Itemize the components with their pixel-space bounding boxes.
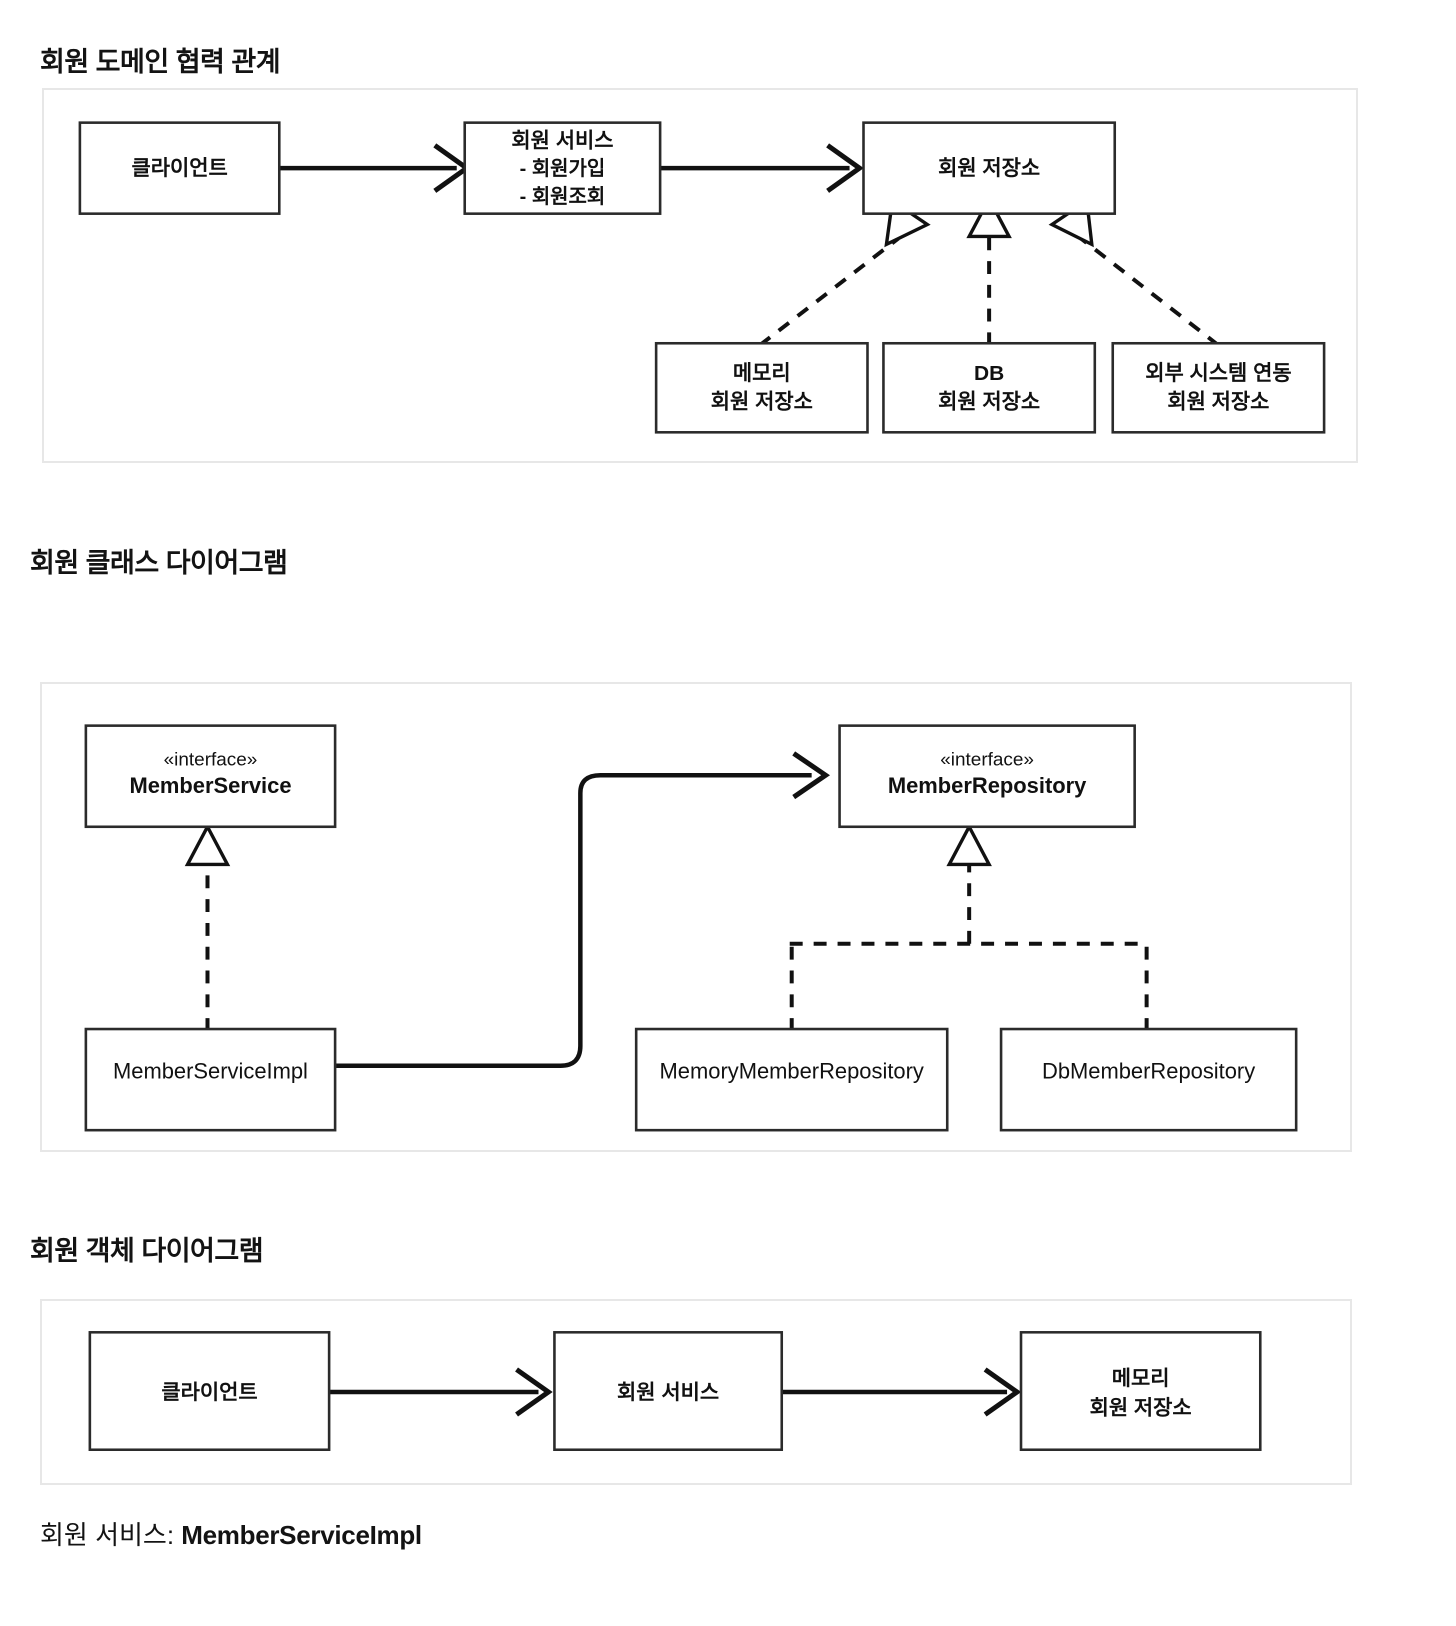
box-memberservice-stereotype: «interface» [164,749,258,770]
box-object-memory-repository-line1: 메모리 [1112,1367,1170,1390]
box-object-memory-repository-line2: 회원 저장소 [1090,1396,1192,1420]
arrow-object-client-to-service [329,1367,553,1417]
box-memory-repository-line1: 메모리 [733,362,791,385]
class-diagram-frame: «interface» MemberService «interface» Me… [40,682,1352,1152]
section-title-domain: 회원 도메인 협력 관계 [40,47,281,77]
box-external-member-repository[interactable]: 외부 시스템 연동 회원 저장소 [1111,341,1326,434]
box-interface-memberservice[interactable]: «interface» MemberService [84,724,337,829]
box-member-repository[interactable]: 회원 저장소 [862,121,1117,215]
box-object-member-service[interactable]: 회원 서비스 [553,1331,784,1452]
box-client-label: 클라이언트 [131,157,227,180]
class-diagram-canvas: «interface» MemberService «interface» Me… [84,724,1298,1132]
domain-diagram-frame: 클라이언트 회원 서비스 - 회원가입 - 회원조회 회원 저장소 메모리 회원… [42,88,1358,463]
arrow-object-service-to-repository [781,1367,1022,1417]
box-memberserviceimpl-label: MemberServiceImpl [113,1059,308,1084]
box-member-service-op2: - 회원조회 [520,186,606,208]
box-db-repository-line1: DB [974,362,1004,385]
box-memberrepository-stereotype: «interface» [940,749,1034,770]
box-object-client-label: 클라이언트 [161,1381,257,1404]
section-title-class-diagram: 회원 클래스 다이어그램 [30,548,288,578]
box-memberserviceimpl[interactable]: MemberServiceImpl [84,1027,337,1132]
box-object-memory-repository[interactable]: 메모리 회원 저장소 [1019,1331,1262,1452]
box-db-member-repository[interactable]: DB 회원 저장소 [882,341,1097,434]
box-memberrepository-name: MemberRepository [888,773,1087,798]
box-client[interactable]: 클라이언트 [78,121,281,215]
box-member-service[interactable]: 회원 서비스 - 회원가입 - 회원조회 [463,121,662,215]
box-dbmemberrepository-label: DbMemberRepository [1042,1059,1255,1084]
box-db-repository-line2: 회원 저장소 [938,391,1040,414]
section-title-object-diagram: 회원 객체 다이어그램 [30,1236,264,1266]
object-diagram-canvas: 클라이언트 회원 서비스 메모리 회원 저장소 [88,1331,1262,1452]
object-diagram-frame: 클라이언트 회원 서비스 메모리 회원 저장소 [40,1299,1352,1485]
realization-impl-to-memberservice [184,823,231,1032]
box-memberservice-name: MemberService [129,773,291,798]
box-member-repository-label: 회원 저장소 [938,157,1040,180]
realization-repositories-to-memberrepository [789,823,1149,1032]
box-memory-repository-line2: 회원 저장소 [711,391,813,414]
box-dbmemberrepository[interactable]: DbMemberRepository [999,1027,1298,1132]
box-memorymemberrepository[interactable]: MemoryMemberRepository [634,1027,949,1132]
box-memory-member-repository[interactable]: 메모리 회원 저장소 [654,341,869,434]
arrow-service-to-repository [660,143,864,193]
dependency-impl-to-repository [336,751,831,1068]
footer-note: 회원 서비스: MemberServiceImpl [40,1515,422,1552]
box-interface-memberrepository[interactable]: «interface» MemberRepository [838,724,1136,829]
box-object-member-service-label: 회원 서비스 [617,1380,719,1404]
footer-note-label: 회원 서비스: [40,1520,182,1550]
box-memorymemberrepository-label: MemoryMemberRepository [660,1059,924,1084]
box-external-repository-line1: 외부 시스템 연동 [1145,362,1291,385]
realization-memory-to-repository [758,197,931,347]
realization-db-to-repository [966,195,1012,346]
box-member-service-op1: - 회원가입 [520,158,606,180]
footer-note-value: MemberServiceImpl [181,1520,422,1550]
arrow-client-to-service [279,143,471,193]
box-member-service-title: 회원 서비스 [511,129,613,152]
box-object-client[interactable]: 클라이언트 [88,1331,331,1452]
box-external-repository-line2: 회원 저장소 [1167,391,1269,414]
realization-external-to-repository [1048,197,1220,347]
domain-diagram-canvas: 클라이언트 회원 서비스 - 회원가입 - 회원조회 회원 저장소 메모리 회원… [78,121,1326,434]
